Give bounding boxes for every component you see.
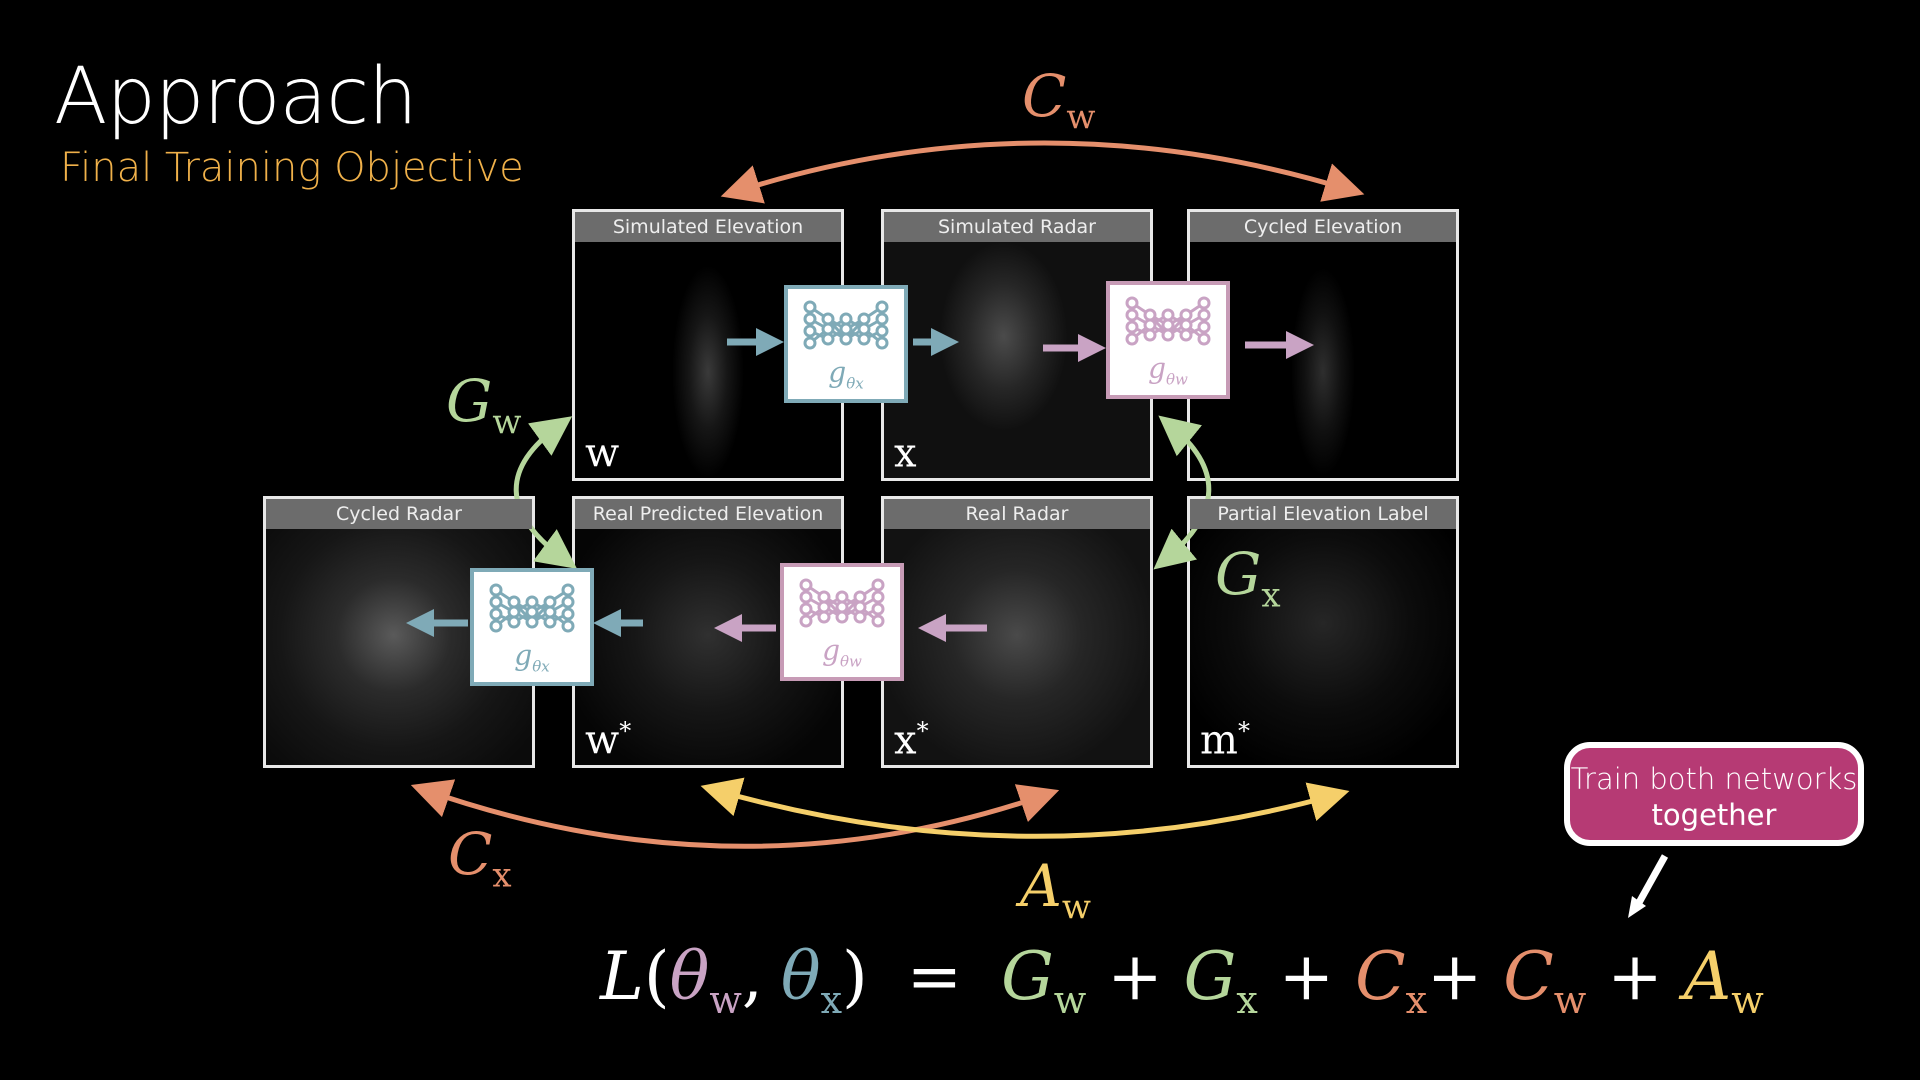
formula-equals: = [906, 938, 963, 1015]
formula-gx: Gx [1183, 938, 1258, 1023]
label-cx: Cx [448, 820, 512, 896]
panel-symbol: x* [894, 716, 929, 763]
panel-header: Simulated Elevation [575, 212, 841, 242]
panel-header: Real Radar [884, 499, 1150, 529]
panel-partial-elevation-label: Partial Elevation Label m* [1187, 496, 1459, 768]
network-icon [803, 300, 889, 350]
panel-symbol: w [585, 430, 620, 476]
adversarial-arrow-aw [700, 777, 1350, 839]
formula-plus: + [1607, 938, 1663, 1015]
formula-gw: Gw [1001, 938, 1087, 1023]
cycle-arrow-cw [720, 140, 1365, 204]
network-icon [799, 578, 885, 628]
generator-gx-box-bottom: gθx [470, 568, 594, 686]
formula-plus: + [1427, 938, 1483, 1015]
gan-arrow-gx [1153, 415, 1212, 570]
generator-gw-box: gθw [1106, 281, 1230, 399]
network-label: gθw [1148, 352, 1188, 389]
panel-header: Real Predicted Elevation [575, 499, 841, 529]
callout-bubble: Train both networks together [1564, 742, 1864, 846]
panel-header: Cycled Radar [266, 499, 532, 529]
callout-pointer-head [1628, 896, 1646, 918]
elevation-image [1190, 242, 1456, 478]
network-label: gθx [828, 356, 864, 393]
panel-symbol: w* [585, 716, 632, 763]
panel-real-radar: Real Radar x* [881, 496, 1153, 768]
generator-gx-box: gθx [784, 285, 908, 403]
formula-cw: Cw [1503, 938, 1587, 1023]
label-aw: Aw [1020, 852, 1091, 928]
formula-aw: Aw [1683, 938, 1764, 1023]
slide-title: Approach [54, 52, 418, 142]
network-icon [1125, 296, 1211, 346]
panel-header: Partial Elevation Label [1190, 499, 1456, 529]
callout-line-2: together [1651, 798, 1777, 832]
gan-arrow-gw [513, 416, 578, 569]
radar-image [884, 529, 1150, 765]
callout-line-1: Train both networks [1570, 762, 1858, 796]
label-gw: Gw [446, 367, 522, 443]
panel-symbol: m* [1200, 716, 1250, 763]
network-icon [489, 583, 575, 633]
panel-symbol: x [894, 430, 917, 476]
network-label: gθw [822, 634, 862, 671]
formula-open: ( [643, 938, 670, 1015]
slide-subtitle: Final Training Objective [60, 145, 524, 191]
network-label: gθx [514, 639, 550, 676]
formula-theta-x: θx [780, 938, 843, 1023]
elevation-image [1190, 529, 1456, 765]
formula-plus: + [1278, 938, 1335, 1015]
formula-plus: + [1107, 938, 1163, 1015]
panel-header: Simulated Radar [884, 212, 1150, 242]
formula-L: L [600, 938, 644, 1015]
formula-close: ) [842, 938, 868, 1015]
formula-cx: Cx [1355, 938, 1427, 1023]
label-gx: Gx [1215, 540, 1281, 616]
cycle-arrow-cx [410, 779, 1060, 849]
formula-comma: , [741, 938, 763, 1015]
callout-pointer [1632, 854, 1669, 910]
formula-theta-w: θw [669, 938, 742, 1023]
objective-formula: L(θw,θx) = Gw + Gx + Cx+ Cw + Aw [600, 938, 1764, 1038]
panel-header: Cycled Elevation [1190, 212, 1456, 242]
generator-gw-box-bottom: gθw [780, 563, 904, 681]
label-cw: Cw [1022, 62, 1096, 138]
